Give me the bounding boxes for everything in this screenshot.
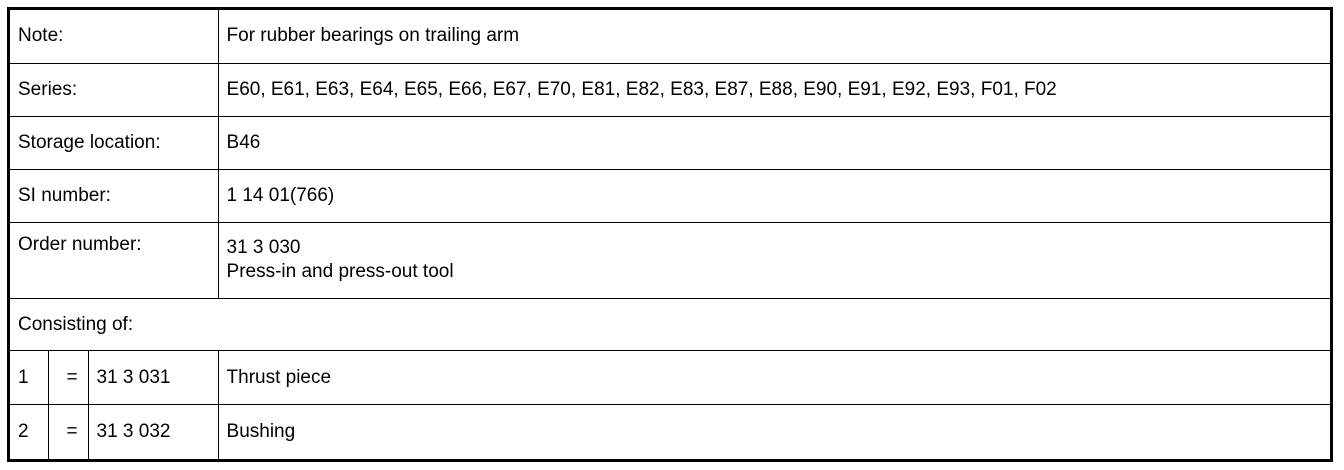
series-label: Series: bbox=[10, 62, 219, 117]
consisting-of-row: Consisting of: bbox=[10, 298, 1331, 352]
tool-info-table: Note: For rubber bearings on trailing ar… bbox=[10, 10, 1331, 459]
order-number-description: Press-in and press-out tool bbox=[226, 261, 454, 283]
si-number-value: 1 14 01(766) bbox=[217, 168, 1331, 223]
order-number-row: Order number: 31 3 030 Press-in and pres… bbox=[10, 221, 1331, 300]
part-equals-sign: = bbox=[47, 404, 89, 459]
order-number-value: 31 3 030 Press-in and press-out tool bbox=[217, 221, 1331, 300]
series-row: Series: E60, E61, E63, E64, E65, E66, E6… bbox=[10, 62, 1331, 117]
storage-location-row: Storage location: B46 bbox=[10, 115, 1331, 170]
si-number-row: SI number: 1 14 01(766) bbox=[10, 168, 1331, 223]
part-number: 31 3 032 bbox=[87, 404, 219, 459]
part-row: 2 = 31 3 032 Bushing bbox=[10, 404, 1331, 459]
tool-info-sheet: Note: For rubber bearings on trailing ar… bbox=[7, 7, 1333, 462]
note-value: For rubber bearings on trailing arm bbox=[217, 10, 1331, 64]
si-number-label: SI number: bbox=[10, 168, 219, 223]
part-row: 1 = 31 3 031 Thrust piece bbox=[10, 350, 1331, 406]
part-name: Bushing bbox=[217, 404, 1331, 459]
part-number: 31 3 031 bbox=[87, 350, 219, 406]
consisting-of-label: Consisting of: bbox=[10, 298, 1331, 352]
part-name: Thrust piece bbox=[217, 350, 1331, 406]
part-index: 2 bbox=[10, 404, 49, 459]
part-index: 1 bbox=[10, 350, 49, 406]
order-number-code: 31 3 030 bbox=[226, 237, 301, 259]
series-value: E60, E61, E63, E64, E65, E66, E67, E70, … bbox=[217, 62, 1331, 117]
storage-location-value: B46 bbox=[217, 115, 1331, 170]
part-equals-sign: = bbox=[47, 350, 89, 406]
order-number-label: Order number: bbox=[10, 221, 219, 300]
note-label: Note: bbox=[10, 10, 219, 64]
note-row: Note: For rubber bearings on trailing ar… bbox=[10, 10, 1331, 64]
storage-location-label: Storage location: bbox=[10, 115, 219, 170]
